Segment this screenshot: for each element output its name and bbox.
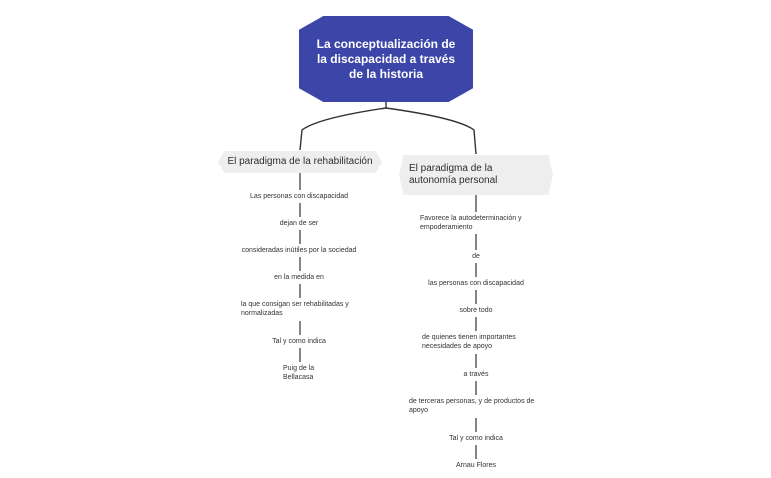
right-branch-header[interactable]: El paradigma de la autonomía personal: [399, 155, 553, 195]
root-topic[interactable]: La conceptualización de la discapacidad …: [299, 16, 473, 102]
right-node-1[interactable]: Favorece la autodeterminación y empodera…: [420, 215, 522, 231]
right-node-4[interactable]: sobre todo: [459, 307, 493, 314]
left-node-2[interactable]: dejan de ser: [279, 220, 319, 227]
right-node-7[interactable]: de terceras personas, y de productos de …: [409, 398, 535, 414]
right-node-2[interactable]: de: [472, 253, 480, 260]
left-node-4[interactable]: en la medida en: [274, 274, 324, 281]
left-node-3[interactable]: consideradas inútiles por la sociedad: [241, 247, 357, 254]
left-node-5[interactable]: la que consigan ser rehabilitadas y norm…: [241, 301, 349, 317]
right-node-9[interactable]: Arnau Flores: [455, 462, 497, 469]
left-node-1[interactable]: Las personas con discapacidad: [249, 193, 349, 200]
left-branch-header[interactable]: El paradigma de la rehabilitación: [218, 151, 382, 173]
right-node-5[interactable]: de quienes tienen importantes necesidade…: [422, 334, 516, 350]
left-branch-title: El paradigma de la rehabilitación: [227, 156, 373, 167]
right-branch-title: El paradigma de la autonomía personal: [409, 163, 498, 186]
branch-connector: [299, 102, 387, 151]
left-node-6[interactable]: Tal y como indica: [272, 338, 326, 345]
right-node-6[interactable]: a través: [463, 371, 489, 378]
root-title: La conceptualización de la discapacidad …: [316, 36, 456, 81]
right-node-8[interactable]: Tal y como indica: [449, 435, 503, 442]
branch-connector: [385, 107, 477, 155]
right-node-3[interactable]: las personas con discapacidad: [428, 280, 524, 287]
left-node-7[interactable]: Puig de la Bellacasa: [283, 365, 315, 381]
